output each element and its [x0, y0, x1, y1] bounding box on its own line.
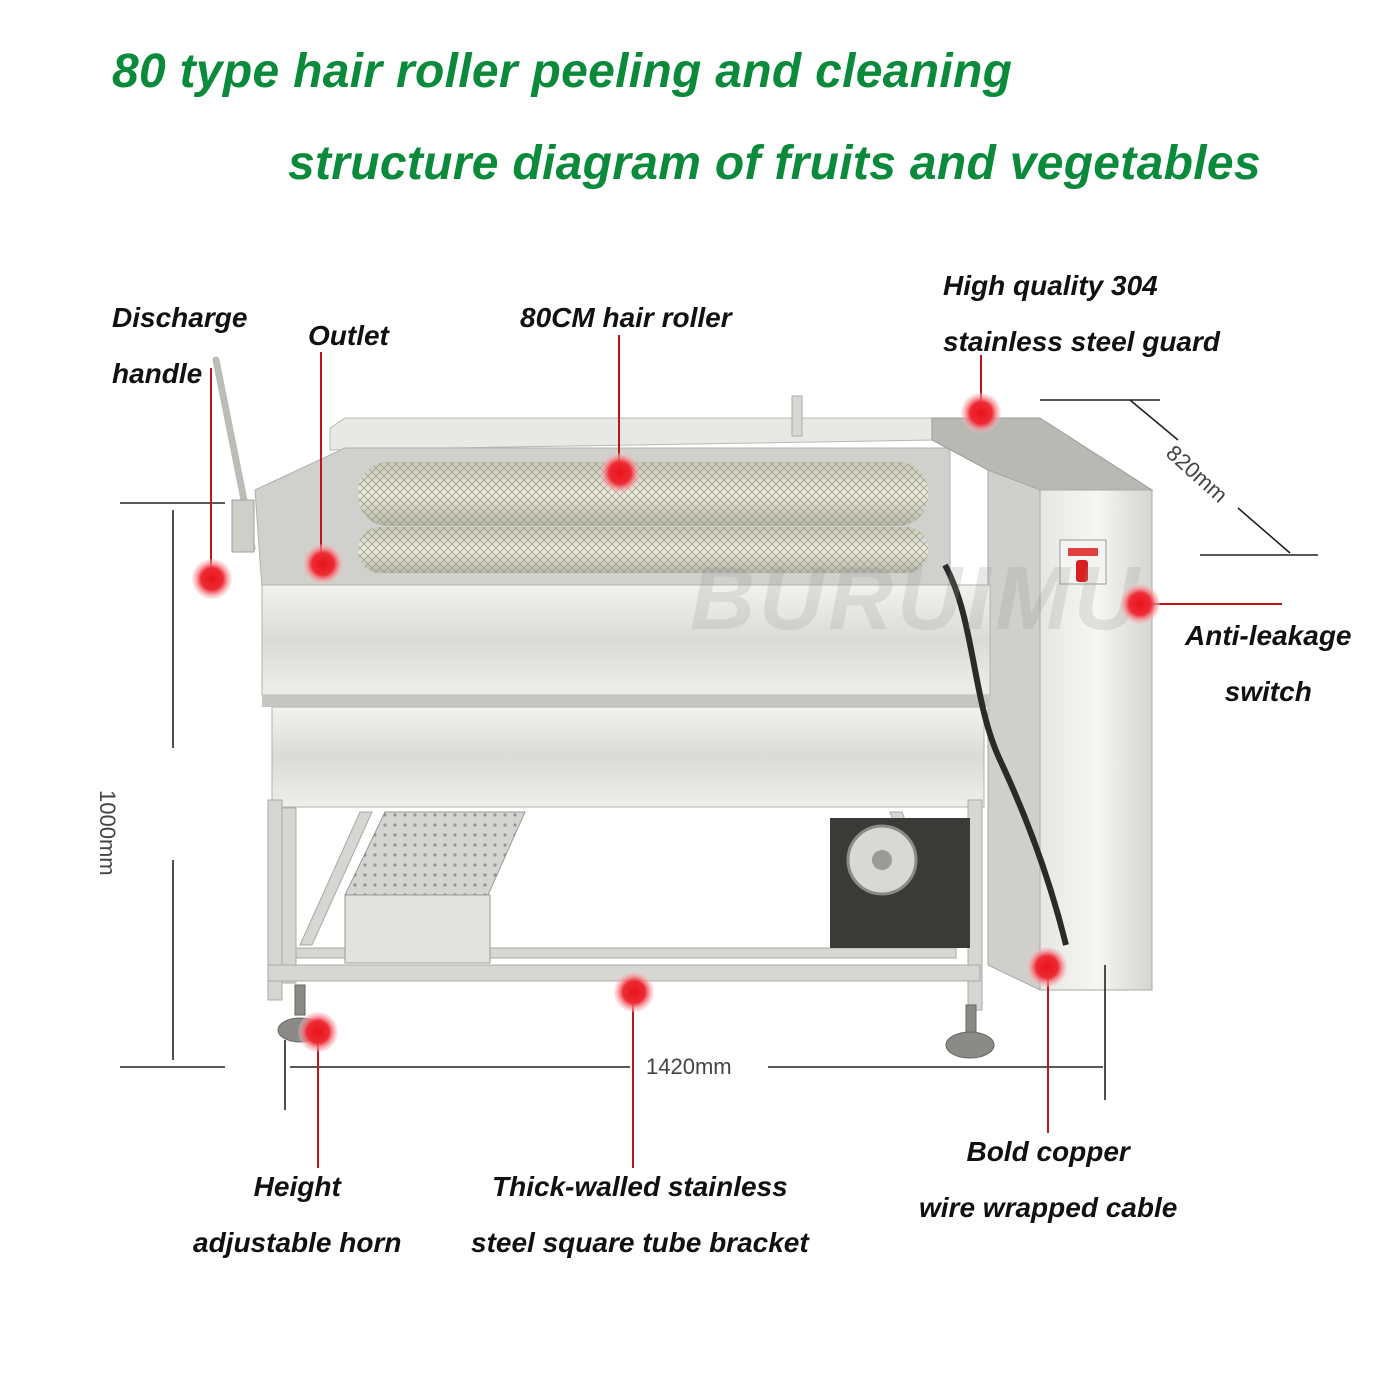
- motor: [830, 818, 970, 948]
- callout-height-adjustable-horn-line-1: Height: [253, 1171, 341, 1202]
- callout-outlet-line-1: Outlet: [308, 320, 389, 351]
- callout-hair-roller-line-1: 80CM hair roller: [520, 302, 732, 333]
- callout-anti-leakage-switch: Anti-leakage switch: [1185, 608, 1352, 720]
- callout-copper-cable-line-1: Bold copper: [966, 1136, 1130, 1167]
- dimension-height: 1000mm: [95, 790, 120, 876]
- callout-leader-lines: [210, 335, 1282, 1168]
- marker-tube-bracket: [614, 972, 654, 1012]
- discharge-tray: [344, 811, 526, 964]
- callout-tube-bracket: Thick-walled stainless steel square tube…: [471, 1159, 809, 1271]
- watermark: BURUIMU: [690, 549, 1143, 649]
- dimension-lines: [120, 399, 1318, 1110]
- callout-outlet: Outlet: [308, 308, 389, 364]
- marker-height-adjustable-horn: [298, 1012, 338, 1052]
- hair-rollers: [358, 462, 928, 573]
- marker-anti-leakage-switch: [1120, 584, 1160, 624]
- discharge-handle: [212, 356, 256, 553]
- callout-height-adjustable-horn-line-2: adjustable horn: [193, 1227, 402, 1258]
- dimension-width: 1420mm: [646, 1054, 732, 1079]
- marker-steel-guard: [961, 393, 1001, 433]
- marker-outlet: [303, 544, 343, 584]
- callout-tube-bracket-line-2: steel square tube bracket: [471, 1227, 809, 1258]
- callout-anti-leakage-switch-line-1: Anti-leakage: [1185, 620, 1352, 651]
- callout-copper-cable: Bold copper wire wrapped cable: [919, 1124, 1177, 1236]
- marker-copper-cable: [1027, 947, 1067, 987]
- callout-steel-guard: High quality 304 stainless steel guard: [943, 258, 1220, 370]
- marker-hair-roller: [600, 453, 640, 493]
- marker-discharge-handle: [192, 559, 232, 599]
- power-cable: [942, 563, 1069, 946]
- callout-discharge-handle-line-2: handle: [112, 358, 203, 389]
- callout-tube-bracket-line-1: Thick-walled stainless: [492, 1171, 788, 1202]
- diagram-title-line-2: structure diagram of fruits and vegetabl…: [288, 137, 1261, 190]
- diagram-title-line-1: 80 type hair roller peeling and cleaning: [112, 45, 1013, 98]
- tank-body: [261, 584, 991, 808]
- callout-steel-guard-line-2: stainless steel guard: [943, 326, 1221, 357]
- callout-discharge-handle-line-1: Discharge: [112, 302, 248, 333]
- callout-anti-leakage-switch-line-2: switch: [1224, 676, 1312, 707]
- callout-steel-guard-line-1: High quality 304: [943, 270, 1158, 301]
- callout-discharge-handle: Discharge handle: [112, 290, 247, 402]
- callout-copper-cable-line-2: wire wrapped cable: [919, 1192, 1178, 1223]
- callout-height-adjustable-horn: Height adjustable horn: [193, 1159, 401, 1271]
- callout-hair-roller: 80CM hair roller: [520, 290, 732, 346]
